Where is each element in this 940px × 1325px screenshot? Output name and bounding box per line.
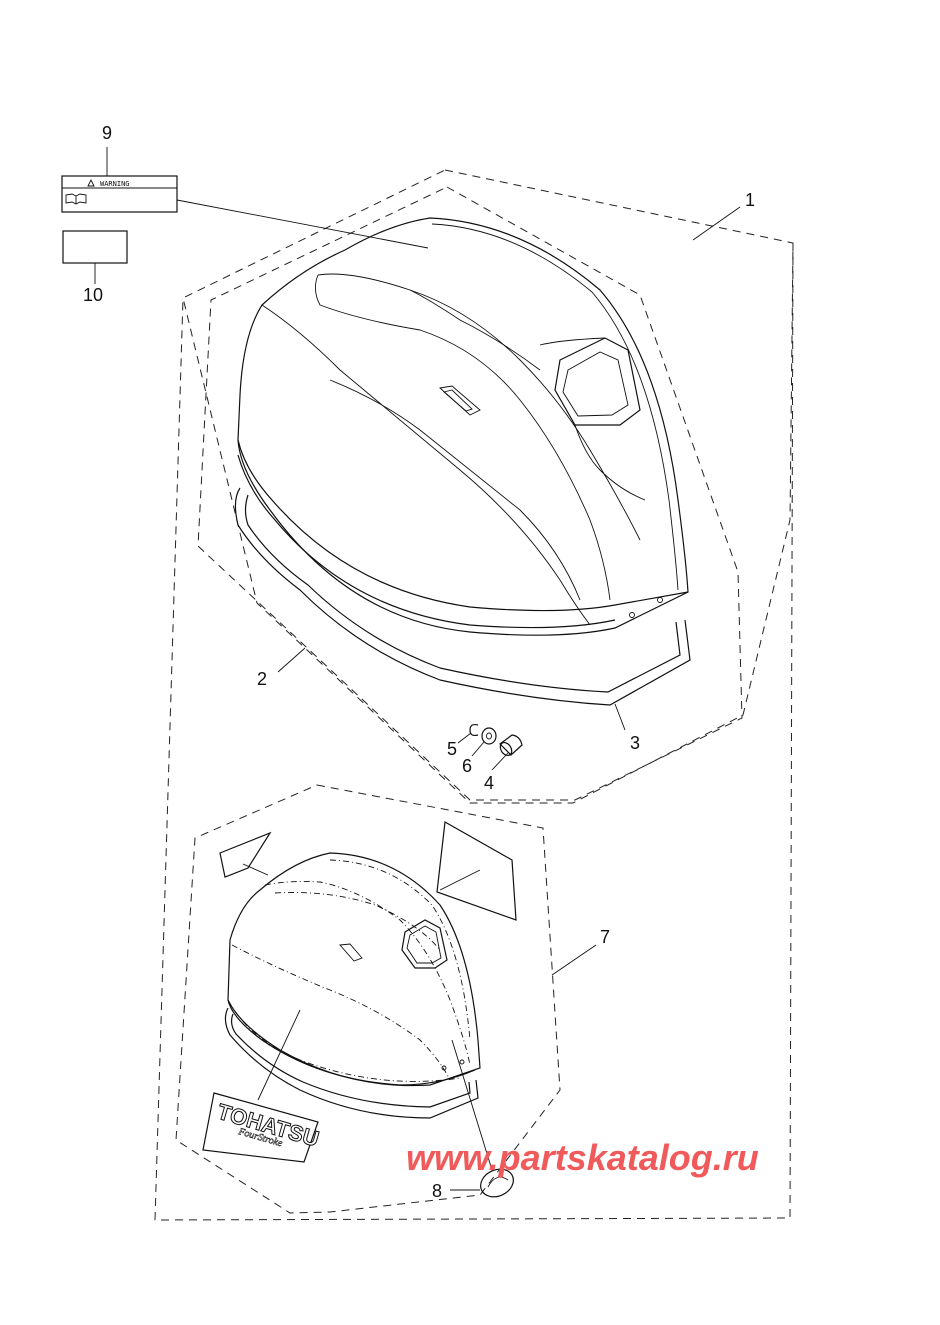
- callout-9: 9: [102, 123, 112, 143]
- watermark-text: www.partskatalog.ru: [406, 1137, 759, 1178]
- callout-7: 7: [600, 927, 610, 947]
- decal-side-left: [219, 831, 272, 878]
- leader-lines: [94, 147, 741, 1191]
- callout-4: 4: [484, 773, 494, 793]
- callout-8: 8: [432, 1181, 442, 1201]
- callout-3: 3: [630, 733, 640, 753]
- callout-5: 5: [447, 739, 457, 759]
- warning-label-9: WARNING: [61, 175, 178, 213]
- callout-1: 1: [745, 190, 755, 210]
- assembly-7-boundary: [175, 784, 561, 1214]
- callout-2: 2: [257, 669, 267, 689]
- overall-boundary: [154, 242, 794, 1221]
- cover-seal: [234, 487, 691, 706]
- fastener-clip-5: [469, 723, 479, 737]
- label-10: [62, 230, 128, 264]
- fastener-pin-4: [499, 734, 523, 757]
- callout-6: 6: [462, 756, 472, 776]
- tohatsu-decal: TOHATSU FourStroke: [202, 1092, 322, 1163]
- decal-seal-outline: [224, 1007, 479, 1119]
- fastener-washer-6: [481, 727, 497, 745]
- emblem-8: [480, 1168, 514, 1198]
- top-engine-cover: [237, 217, 689, 636]
- decal-cover-outline: [227, 852, 481, 1087]
- assembly-2-boundary: [197, 186, 743, 801]
- assembly-1-boundary: [182, 169, 794, 804]
- callout-10: 10: [83, 285, 103, 305]
- decal-side-right: [436, 821, 517, 921]
- warning-label-text: WARNING: [100, 180, 130, 188]
